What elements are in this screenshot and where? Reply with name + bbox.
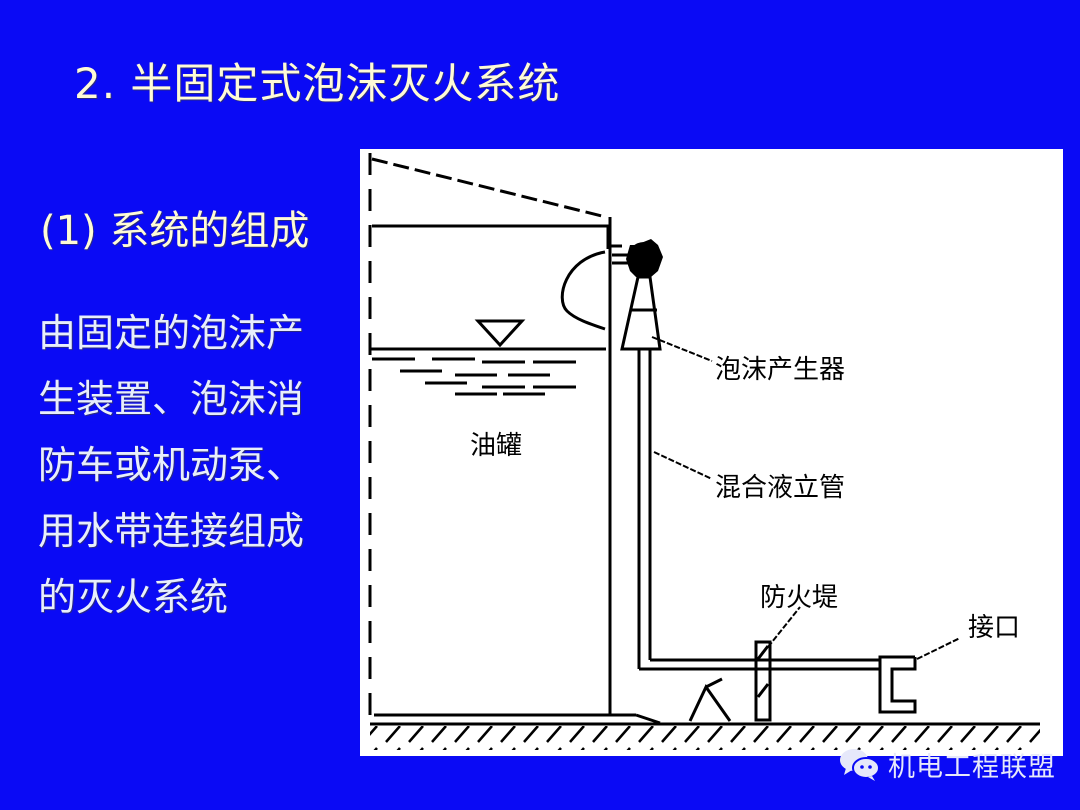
- body-line: 防车或机动泵、: [38, 443, 305, 487]
- watermark: 机电工程联盟: [838, 744, 1056, 784]
- fire-dike: [754, 640, 772, 722]
- slide-title: 2. 半固定式泡沫灭火系统: [74, 59, 561, 108]
- label-foam-generator: 泡沫产生器: [715, 355, 846, 385]
- foam-generator-cone: [620, 275, 662, 351]
- wechat-icon: [840, 749, 880, 781]
- label-mixed-liquid-riser: 混合液立管: [715, 473, 846, 503]
- body-line: 生装置、泡沫消: [38, 377, 305, 421]
- body-line: 由固定的泡沫产: [38, 311, 305, 355]
- tank-roof: [371, 157, 607, 219]
- label-tank: 油罐: [470, 431, 523, 461]
- liquid-level-icon: [474, 319, 526, 348]
- body-text: 由固定的泡沫产 生装置、泡沫消 防车或机动泵、 用水带连接组成 的灭火系统: [38, 300, 348, 630]
- label-fire-dike: 防火堤: [760, 583, 839, 613]
- connector-fitting: [878, 655, 917, 714]
- ground-hatch: [370, 726, 1040, 750]
- label-connector: 接口: [968, 613, 1021, 643]
- body-line: 用水带连接组成: [38, 509, 305, 553]
- diagram-panel: 油罐 泡沫产生器 混合液立管 防火堤 接口: [360, 149, 1063, 756]
- body-line: 的灭火系统: [38, 575, 229, 619]
- foam-system-diagram: [368, 153, 1040, 750]
- section-heading: (1) 系统的组成: [40, 208, 310, 254]
- watermark-text: 机电工程联盟: [888, 751, 1056, 783]
